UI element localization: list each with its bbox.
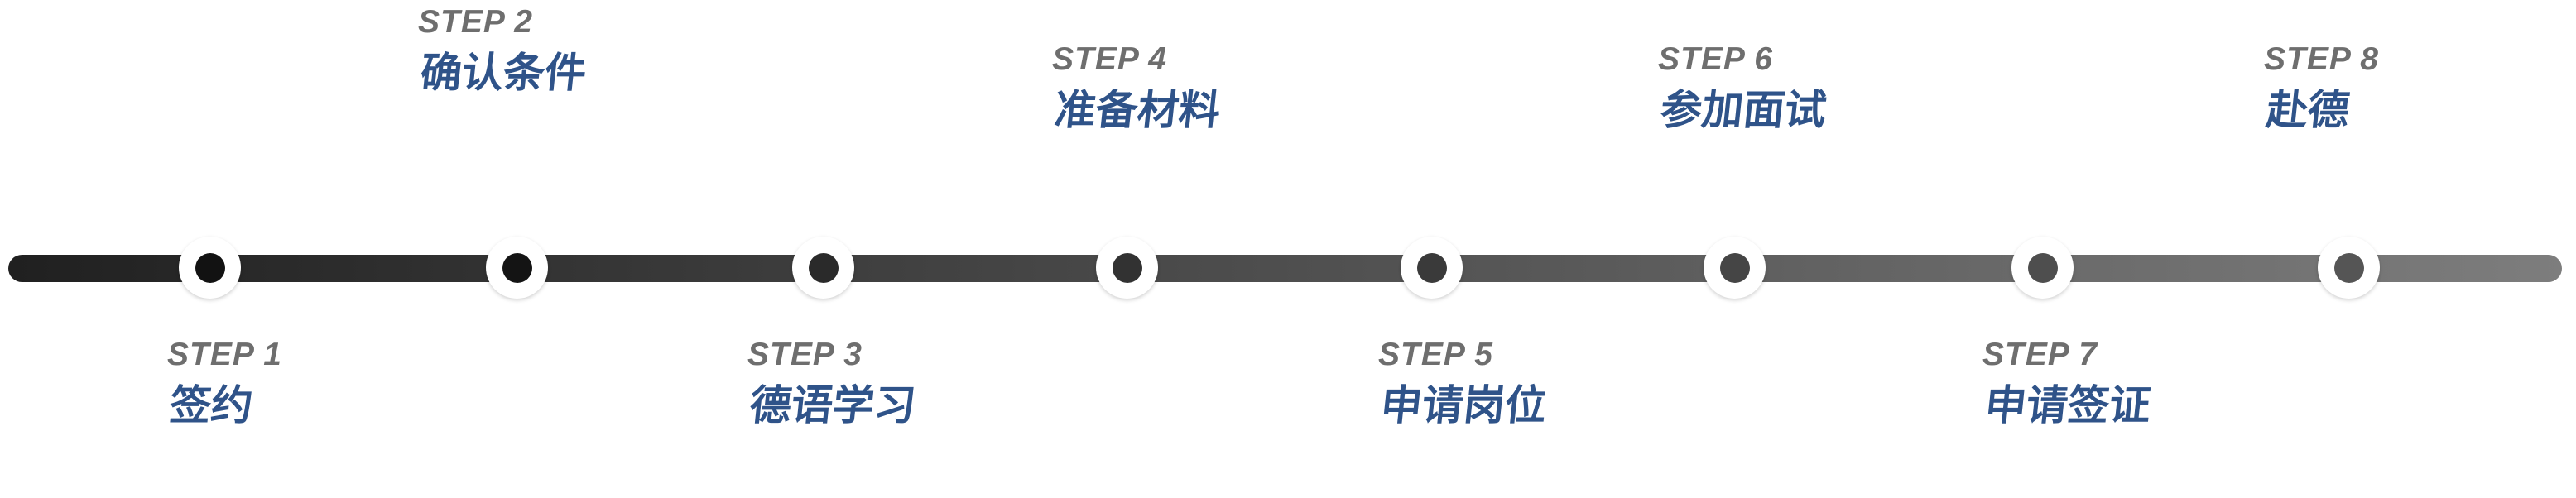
node-dot-2 (502, 252, 532, 283)
step-6-kicker: STEP 6 (1658, 41, 1773, 77)
step-2-title: 确认条件 (418, 50, 589, 96)
step-8-kicker: STEP 8 (2264, 41, 2379, 77)
step-1-title: 签约 (167, 382, 256, 429)
step-2-kicker: STEP 2 (418, 4, 533, 40)
step-6-label-block: STEP 6 参加面试 (1658, 41, 1829, 135)
step-7-label-block: STEP 7 申请签证 (1982, 337, 2153, 430)
step-4-label-block: STEP 4 准备材料 (1052, 41, 1223, 135)
timeline-node-6 (1704, 237, 1766, 299)
step-4-title: 准备材料 (1052, 87, 1223, 133)
step-5-title: 申请岗位 (1378, 382, 1550, 429)
step-7-kicker: STEP 7 (1982, 337, 2098, 372)
step-4-kicker: STEP 4 (1052, 41, 1167, 77)
step-3-title: 德语学习 (747, 382, 919, 429)
node-dot-5 (1416, 252, 1447, 283)
step-3-kicker: STEP 3 (747, 337, 863, 372)
step-1-label-block: STEP 1 签约 (167, 338, 282, 430)
timeline-node-4 (1096, 237, 1158, 299)
timeline-node-7 (2011, 237, 2074, 299)
step-8-title: 赴德 (2264, 87, 2353, 133)
step-3-label-block: STEP 3 德语学习 (747, 337, 918, 430)
step-8-label-block: STEP 8 赴德 (2264, 43, 2379, 135)
timeline-node-8 (2318, 237, 2380, 299)
node-dot-8 (2333, 252, 2364, 283)
step-2-label-block: STEP 2 确认条件 (418, 4, 589, 98)
step-5-kicker: STEP 5 (1378, 337, 1493, 372)
step-5-label-block: STEP 5 申请岗位 (1378, 337, 1549, 430)
step-7-title: 申请签证 (1982, 382, 2154, 429)
timeline-node-3 (792, 237, 854, 299)
node-dot-7 (2027, 252, 2058, 283)
timeline-node-2 (486, 237, 548, 299)
step-1-kicker: STEP 1 (167, 337, 282, 372)
node-dot-6 (1719, 252, 1750, 283)
node-dot-3 (808, 252, 839, 283)
node-dot-1 (195, 252, 225, 283)
timeline-track (8, 255, 2562, 282)
step-6-title: 参加面试 (1658, 87, 1829, 133)
node-dot-4 (1112, 252, 1142, 283)
timeline-node-5 (1401, 237, 1463, 299)
timeline-node-1 (179, 237, 241, 299)
